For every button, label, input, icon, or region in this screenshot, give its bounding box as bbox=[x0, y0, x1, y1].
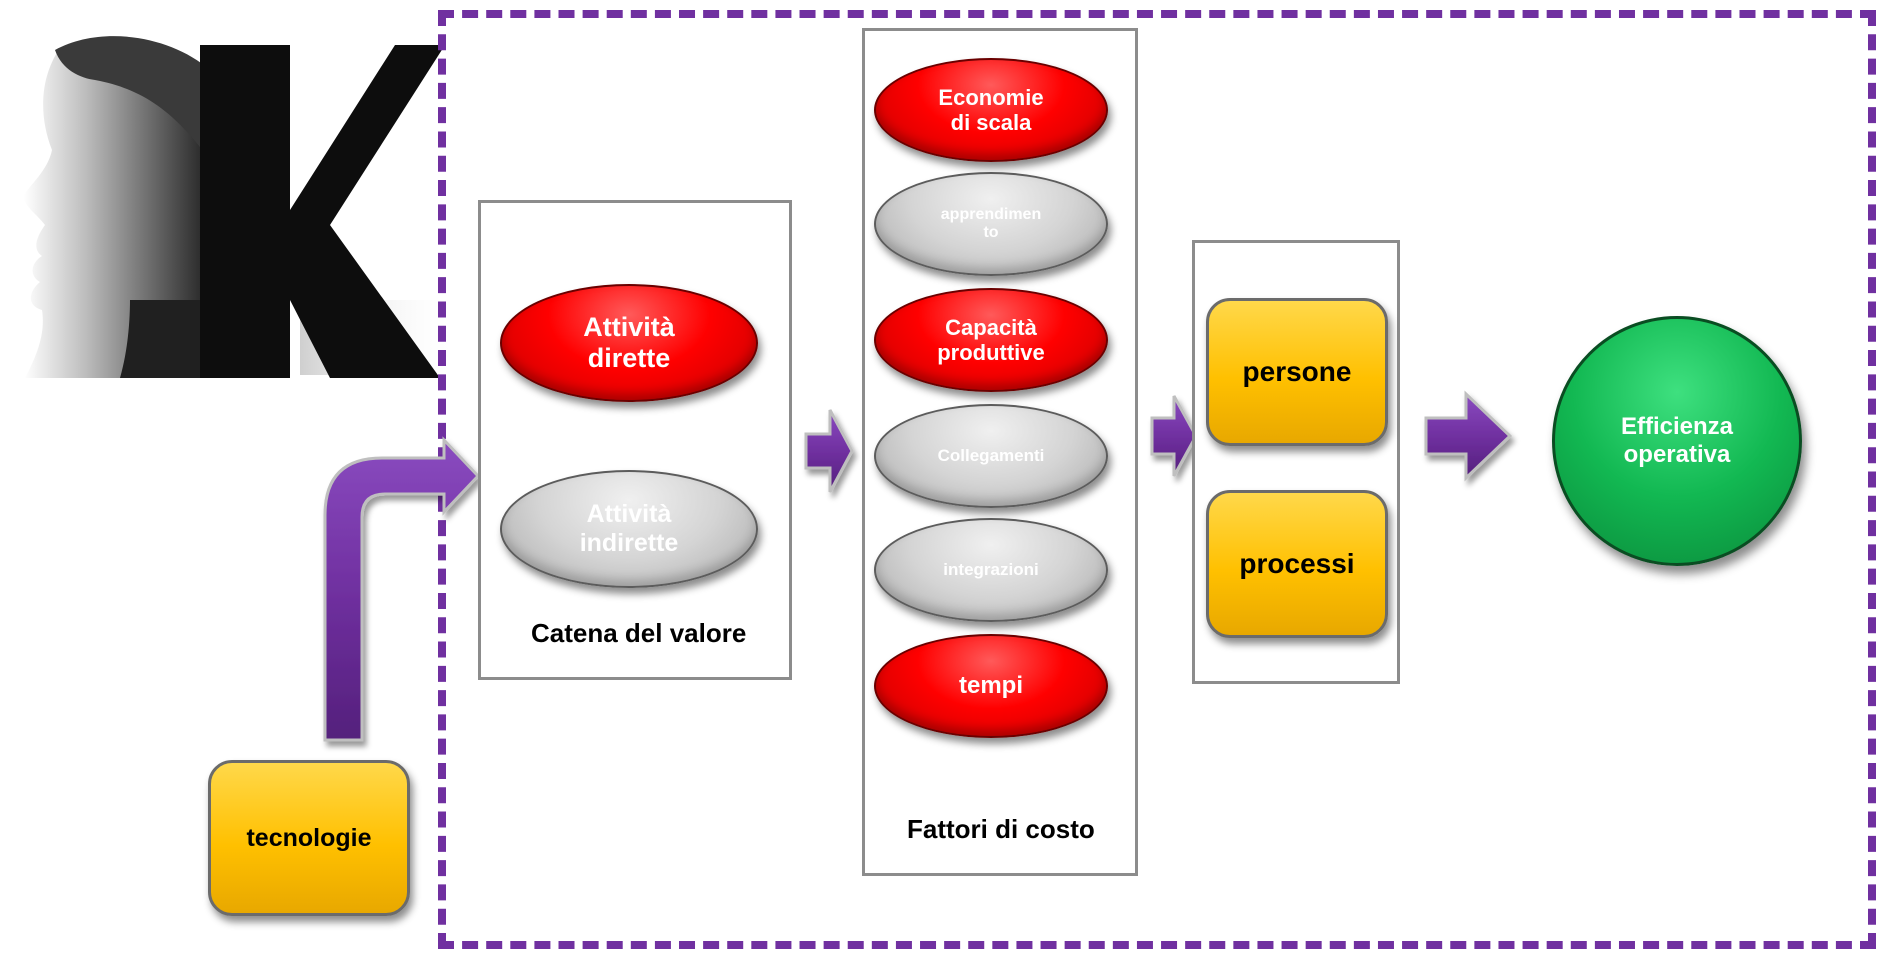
oval-fattore-0: Economie di scala bbox=[874, 58, 1108, 162]
processi-box: processi bbox=[1206, 490, 1388, 638]
tecnologie-box: tecnologie bbox=[208, 760, 410, 916]
efficienza-label: Efficienza operativa bbox=[1620, 413, 1734, 468]
fattore-label: integrazioni bbox=[943, 560, 1039, 580]
logo-k-letter bbox=[200, 45, 445, 378]
attivita-indirette-label: Attività indirette bbox=[579, 500, 679, 557]
fattori-caption: Fattori di costo bbox=[907, 814, 1095, 844]
fattore-label: Collegamenti bbox=[937, 446, 1045, 466]
arrow-risorse-to-efficienza bbox=[1424, 390, 1513, 482]
oval-attivita-dirette: Attività dirette bbox=[500, 284, 758, 402]
oval-fattore-3: Collegamenti bbox=[874, 404, 1108, 508]
oval-fattore-2: Capacità produttive bbox=[874, 288, 1108, 392]
persone-label: persone bbox=[1242, 356, 1352, 387]
oval-attivita-indirette: Attività indirette bbox=[500, 470, 758, 588]
fattore-label: Economie di scala bbox=[938, 84, 1044, 135]
tecnologie-label: tecnologie bbox=[246, 823, 372, 852]
bent-arrow bbox=[323, 436, 481, 742]
persone-box: persone bbox=[1206, 298, 1388, 446]
arrow-fattori-to-risorse bbox=[1150, 395, 1198, 477]
logo-face-k bbox=[23, 36, 460, 379]
fattore-label: tempi bbox=[958, 672, 1023, 700]
catena-valore-box bbox=[478, 200, 792, 680]
oval-fattore-1: apprendimen to bbox=[874, 172, 1108, 276]
fattore-label: apprendimen to bbox=[940, 205, 1042, 241]
oval-fattore-5: tempi bbox=[874, 634, 1108, 738]
efficienza-operativa-circle: Efficienza operativa bbox=[1552, 316, 1802, 566]
catena-caption: Catena del valore bbox=[531, 618, 747, 648]
oval-fattore-4: integrazioni bbox=[874, 518, 1108, 622]
fattore-label: Capacità produttive bbox=[937, 314, 1045, 365]
attivita-dirette-label: Attività dirette bbox=[583, 311, 675, 373]
arrow-catena-to-fattori bbox=[804, 409, 854, 493]
processi-label: processi bbox=[1239, 548, 1355, 579]
